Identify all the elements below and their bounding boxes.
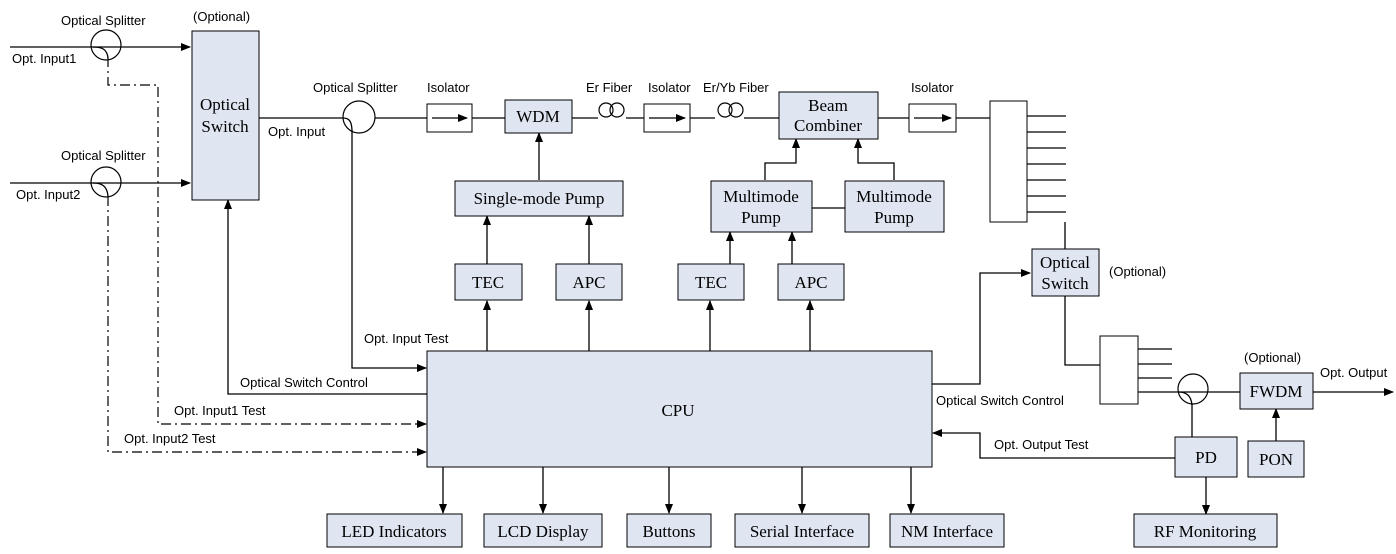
fwdm-label: FWDM bbox=[1250, 382, 1303, 401]
serial-interface-block bbox=[734, 513, 870, 548]
splitter-outputs-upper bbox=[1027, 115, 1066, 213]
lcd-display-block bbox=[483, 513, 603, 548]
opt-input-label: Opt. Input bbox=[268, 124, 325, 139]
opt-input1-label: Opt. Input1 bbox=[12, 51, 76, 66]
multimode-pump-a-label-1: Multimode bbox=[723, 187, 799, 206]
buttons-label: Buttons bbox=[643, 522, 696, 541]
cpu-label: CPU bbox=[661, 401, 694, 420]
buttons-block bbox=[626, 513, 712, 548]
multimode-pump-a-label-2: Pump bbox=[741, 208, 781, 227]
switch-to-small-bar-line bbox=[1064, 296, 1100, 366]
output-tap-symbol bbox=[1177, 373, 1209, 406]
pon-block bbox=[1247, 440, 1305, 478]
optical-splitter-3-label: Optical Splitter bbox=[313, 80, 398, 95]
beam-combiner-block bbox=[778, 91, 879, 140]
optical-splitter-1-label: Optical Splitter bbox=[61, 13, 146, 28]
opt-output-test-label: Opt. Output Test bbox=[994, 437, 1089, 452]
opt-input1-test-line bbox=[107, 57, 427, 428]
isolator-3-block bbox=[908, 103, 957, 133]
optical-switch-main-label-1: Optical bbox=[200, 95, 250, 114]
multimode-pump-b-label-1: Multimode bbox=[856, 187, 932, 206]
nm-interface-label: NM Interface bbox=[901, 522, 993, 541]
isolator-1-label: Isolator bbox=[427, 80, 470, 95]
nm-interface-block bbox=[889, 513, 1005, 548]
optical-switch-output-block bbox=[1031, 248, 1100, 297]
optical-splitter-1-symbol bbox=[90, 29, 122, 61]
apc-1-label: APC bbox=[572, 273, 605, 292]
er-yb-fiber-coil-icon bbox=[717, 102, 744, 118]
optional-label-top: (Optional) bbox=[193, 9, 250, 24]
multimode-pump-b-block bbox=[844, 180, 945, 233]
tec-1-block bbox=[454, 263, 523, 301]
single-mode-pump-block bbox=[454, 180, 624, 217]
tec-2-label: TEC bbox=[695, 273, 727, 292]
switch-control-right-line bbox=[932, 269, 1031, 385]
optical-switch-control-left-label: Optical Switch Control bbox=[240, 375, 368, 390]
pd-label: PD bbox=[1195, 448, 1217, 467]
optical-switch-output-label-2: Switch bbox=[1041, 274, 1089, 293]
optional-label-switch: (Optional) bbox=[1109, 264, 1166, 279]
optical-splitter-2-symbol bbox=[90, 166, 122, 198]
optical-switch-control-right-label: Optical Switch Control bbox=[936, 393, 1064, 408]
er-yb-fiber-label: Er/Yb Fiber bbox=[703, 80, 769, 95]
isolator-2-block bbox=[643, 103, 691, 133]
cpu-block bbox=[426, 350, 933, 468]
pd-block bbox=[1174, 436, 1238, 478]
beam-combiner-label-1: Beam bbox=[808, 96, 848, 115]
er-fiber-coil-icon bbox=[598, 102, 625, 118]
isolator-1-block bbox=[426, 103, 473, 133]
multimode-pump-a-block bbox=[710, 180, 813, 233]
rf-monitoring-block bbox=[1133, 513, 1278, 548]
multimode-pump-b-label-2: Pump bbox=[874, 208, 914, 227]
switch-control-left-line bbox=[224, 199, 427, 395]
optical-splitter-3-symbol bbox=[342, 100, 376, 134]
tec-1-label: TEC bbox=[472, 273, 504, 292]
apc-2-block bbox=[777, 263, 845, 301]
led-indicators-label: LED Indicators bbox=[341, 522, 446, 541]
mmpump-a-to-combiner-arrow bbox=[764, 138, 800, 180]
serial-interface-label: Serial Interface bbox=[750, 522, 854, 541]
apc-2-label: APC bbox=[794, 273, 827, 292]
isolator-2-label: Isolator bbox=[648, 80, 691, 95]
opt-input-test-line bbox=[351, 130, 427, 372]
opt-input2-label: Opt. Input2 bbox=[16, 187, 80, 202]
lcd-display-label: LCD Display bbox=[497, 522, 589, 541]
optical-splitter-bar-upper bbox=[989, 100, 1028, 223]
mmpump-b-to-combiner-arrow bbox=[854, 138, 895, 180]
isolator-3-label: Isolator bbox=[911, 80, 954, 95]
pon-label: PON bbox=[1259, 450, 1293, 469]
rf-monitoring-label: RF Monitoring bbox=[1154, 522, 1257, 541]
apc-1-block bbox=[555, 263, 623, 301]
opt-output-label: Opt. Output bbox=[1320, 365, 1388, 380]
optical-switch-main-block bbox=[191, 30, 260, 201]
tec-2-block bbox=[677, 263, 745, 301]
led-indicators-block bbox=[326, 513, 463, 548]
wdm-block bbox=[504, 99, 573, 134]
single-mode-pump-label: Single-mode Pump bbox=[474, 189, 605, 208]
er-fiber-label: Er Fiber bbox=[586, 80, 633, 95]
connections bbox=[10, 43, 1394, 515]
fwdm-block bbox=[1239, 372, 1314, 410]
optional-label-fwdm: (Optional) bbox=[1244, 350, 1301, 365]
opt-input1-test-label: Opt. Input1 Test bbox=[174, 403, 266, 418]
wdm-label: WDM bbox=[516, 107, 559, 126]
opt-input2-test-line bbox=[107, 196, 427, 456]
splitter-outputs-lower bbox=[1138, 348, 1172, 379]
opt-input-test-label: Opt. Input Test bbox=[364, 331, 449, 346]
opt-output-test-line bbox=[932, 429, 1175, 459]
optical-switch-main-label-2: Switch bbox=[201, 117, 249, 136]
beam-combiner-label-2: Combiner bbox=[794, 116, 862, 135]
opt-input2-test-label: Opt. Input2 Test bbox=[124, 431, 216, 446]
optical-switch-output-label-1: Optical bbox=[1040, 253, 1090, 272]
optical-splitter-bar-lower bbox=[1099, 335, 1139, 405]
optical-splitter-2-label: Optical Splitter bbox=[61, 148, 146, 163]
